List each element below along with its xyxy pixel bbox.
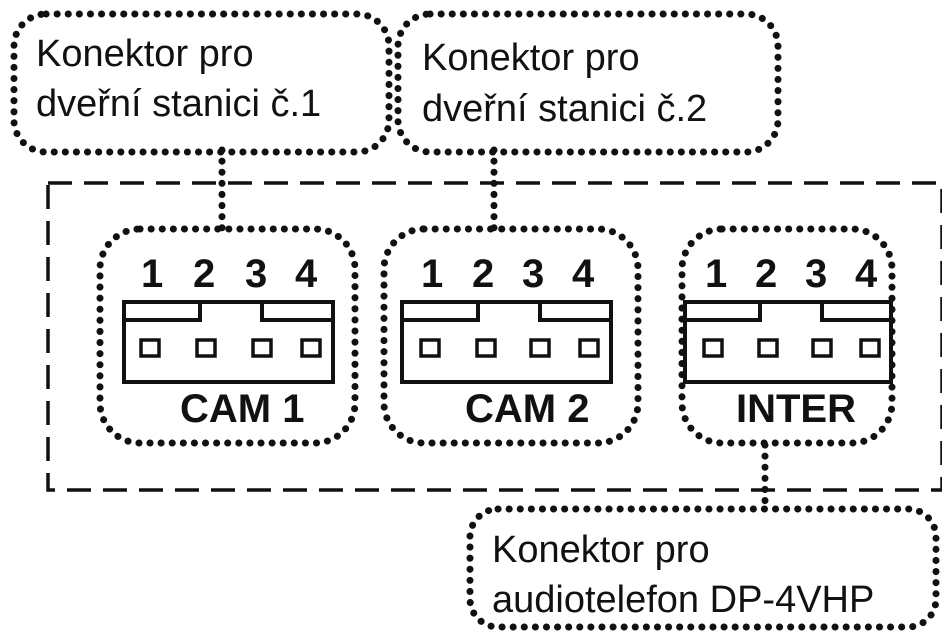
pin-label: 1 xyxy=(705,252,727,296)
pin-socket xyxy=(139,338,161,358)
pin-label: 2 xyxy=(472,252,494,296)
pin-socket xyxy=(251,338,273,358)
connector-label: CAM 1 xyxy=(180,387,304,431)
pin-socket xyxy=(300,338,322,358)
callout-audiophone: Konektor pro audiotelefon DP-4VHP xyxy=(466,505,940,631)
callout-line-2: audiotelefon DP-4VHP xyxy=(492,579,874,621)
callout-line-1: Konektor pro xyxy=(492,529,710,571)
pin-socket xyxy=(578,338,600,358)
pin-socket xyxy=(702,338,724,358)
callout-box xyxy=(394,10,782,156)
callout-door-station-1: Konektor pro dveřní stanici č.1 xyxy=(10,10,393,156)
pin-socket xyxy=(529,338,551,358)
connector-label: INTER xyxy=(736,387,856,431)
pin-label: 2 xyxy=(193,252,215,296)
callout-box xyxy=(466,505,940,631)
connector-inter: 1 2 3 4 INTER xyxy=(678,225,896,447)
pin-label: 4 xyxy=(855,252,878,296)
pin-label: 1 xyxy=(141,252,163,296)
pin-label: 4 xyxy=(572,252,595,296)
callout-line-1: Konektor pro xyxy=(36,33,254,75)
connector-cam1: 1 2 3 4 CAM 1 xyxy=(96,225,359,447)
pin-label: 2 xyxy=(755,252,777,296)
pin-socket xyxy=(475,338,497,358)
pin-socket xyxy=(811,338,833,358)
callout-line-2: dveřní stanici č.1 xyxy=(36,83,321,125)
connector-housing xyxy=(122,300,335,384)
pin-label: 1 xyxy=(421,252,443,296)
connector-frame xyxy=(380,225,642,447)
connector-housing xyxy=(683,300,893,384)
connector-label: CAM 2 xyxy=(465,387,589,431)
connector-housing xyxy=(400,300,613,384)
pin-label: 3 xyxy=(245,252,267,296)
callout-line-1: Konektor pro xyxy=(422,37,640,79)
pin-label: 3 xyxy=(522,252,544,296)
connector-frame xyxy=(678,225,896,447)
pin-socket xyxy=(757,338,779,358)
callout-line-2: dveřní stanici č.2 xyxy=(422,88,707,130)
connector-frame xyxy=(96,225,359,447)
pin-socket xyxy=(195,338,217,358)
pin-label: 3 xyxy=(805,252,827,296)
pin-socket xyxy=(859,338,881,358)
connector-cam2: 1 2 3 4 CAM 2 xyxy=(380,225,642,447)
callout-door-station-2: Konektor pro dveřní stanici č.2 xyxy=(394,10,782,156)
pin-label: 4 xyxy=(295,252,318,296)
pin-socket xyxy=(419,338,441,358)
callout-box xyxy=(10,10,393,156)
